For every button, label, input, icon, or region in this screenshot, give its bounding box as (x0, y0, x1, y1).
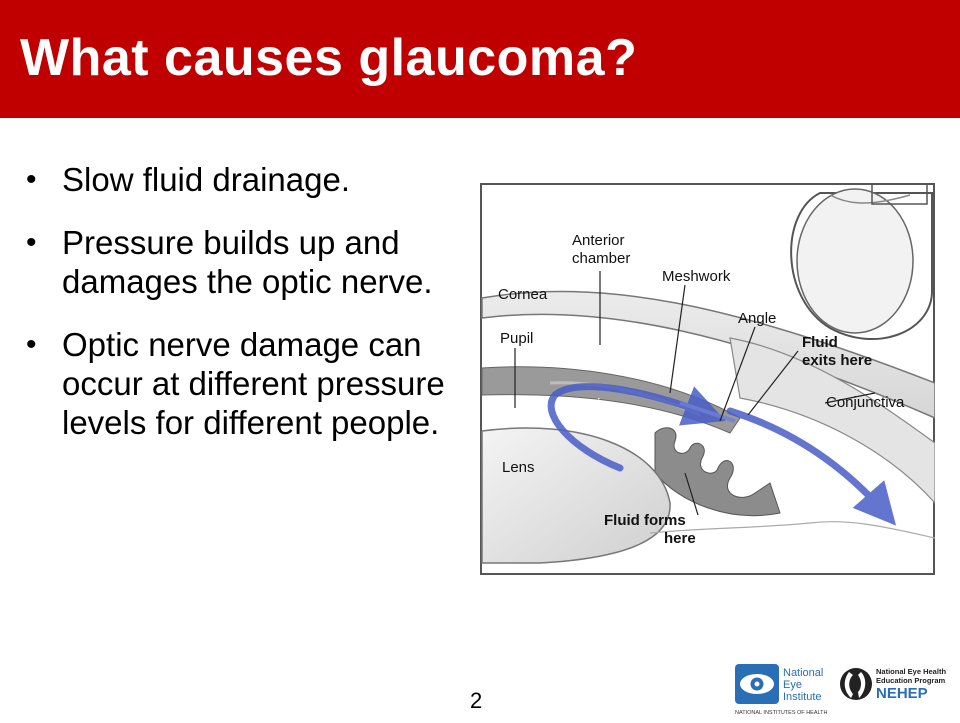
cornea-shape (481, 290, 935, 419)
eyeball-inset (790, 183, 933, 341)
fluid-flow-arrows (547, 383, 897, 526)
label-iris: Iris (588, 396, 608, 413)
bullet-item: • Slow fluid drainage. (26, 160, 456, 199)
leader-lines (514, 271, 876, 516)
logos: National Eye Institute NATIONAL INSTITUT… (735, 662, 955, 718)
label-angle: Angle (738, 310, 776, 327)
page-number: 2 (470, 688, 483, 713)
label-fluid-forms-2: here (664, 530, 696, 547)
svg-text:Institute: Institute (783, 691, 822, 703)
svg-text:National: National (783, 667, 823, 679)
label-fluid-exits-1: Fluid (802, 334, 838, 351)
ciliary-body (654, 427, 781, 517)
svg-text:Education Program: Education Program (876, 676, 946, 685)
bullet-dot: • (26, 226, 37, 259)
conjunctiva-shape (729, 337, 935, 504)
slide-title: What causes glaucoma? (20, 29, 638, 87)
label-anterior-chamber-2: chamber (572, 250, 630, 267)
svg-text:NATIONAL INSTITUTES OF HEALTH: NATIONAL INSTITUTES OF HEALTH (735, 710, 828, 716)
label-cornea: Cornea (498, 286, 548, 303)
bullet-text: Pressure builds up and damages the optic… (62, 224, 433, 300)
svg-text:NEHEP: NEHEP (876, 685, 928, 702)
eye-anatomy-diagram: Anterior chamber Meshwork Cornea Angle P… (480, 183, 935, 575)
nehep-logo: National Eye Health Education Program NE… (840, 667, 946, 702)
label-meshwork: Meshwork (662, 268, 731, 285)
label-fluid-exits-2: exits here (802, 352, 872, 369)
bullet-item: • Optic nerve damage can occur at differe… (26, 325, 456, 442)
bullet-text: Slow fluid drainage. (62, 161, 351, 198)
nei-logo: National Eye Institute NATIONAL INSTITUT… (735, 664, 828, 716)
label-anterior-chamber-1: Anterior (572, 232, 625, 249)
svg-text:Eye: Eye (783, 679, 802, 691)
bullet-dot: • (26, 328, 37, 361)
label-fluid-forms-1: Fluid forms (604, 512, 686, 529)
title-bar: What causes glaucoma? (0, 0, 960, 118)
label-lens: Lens (502, 459, 535, 476)
bullet-list: • Slow fluid drainage. • Pressure builds u… (26, 160, 456, 466)
bullet-item: • Pressure builds up and damages the opti… (26, 223, 456, 301)
label-conjunctiva: Conjunctiva (826, 394, 905, 411)
iris-shape (481, 366, 741, 434)
svg-text:National Eye Health: National Eye Health (876, 667, 946, 676)
label-pupil: Pupil (500, 330, 533, 347)
bullet-dot: • (26, 163, 37, 196)
bullet-text: Optic nerve damage can occur at differen… (62, 326, 445, 441)
